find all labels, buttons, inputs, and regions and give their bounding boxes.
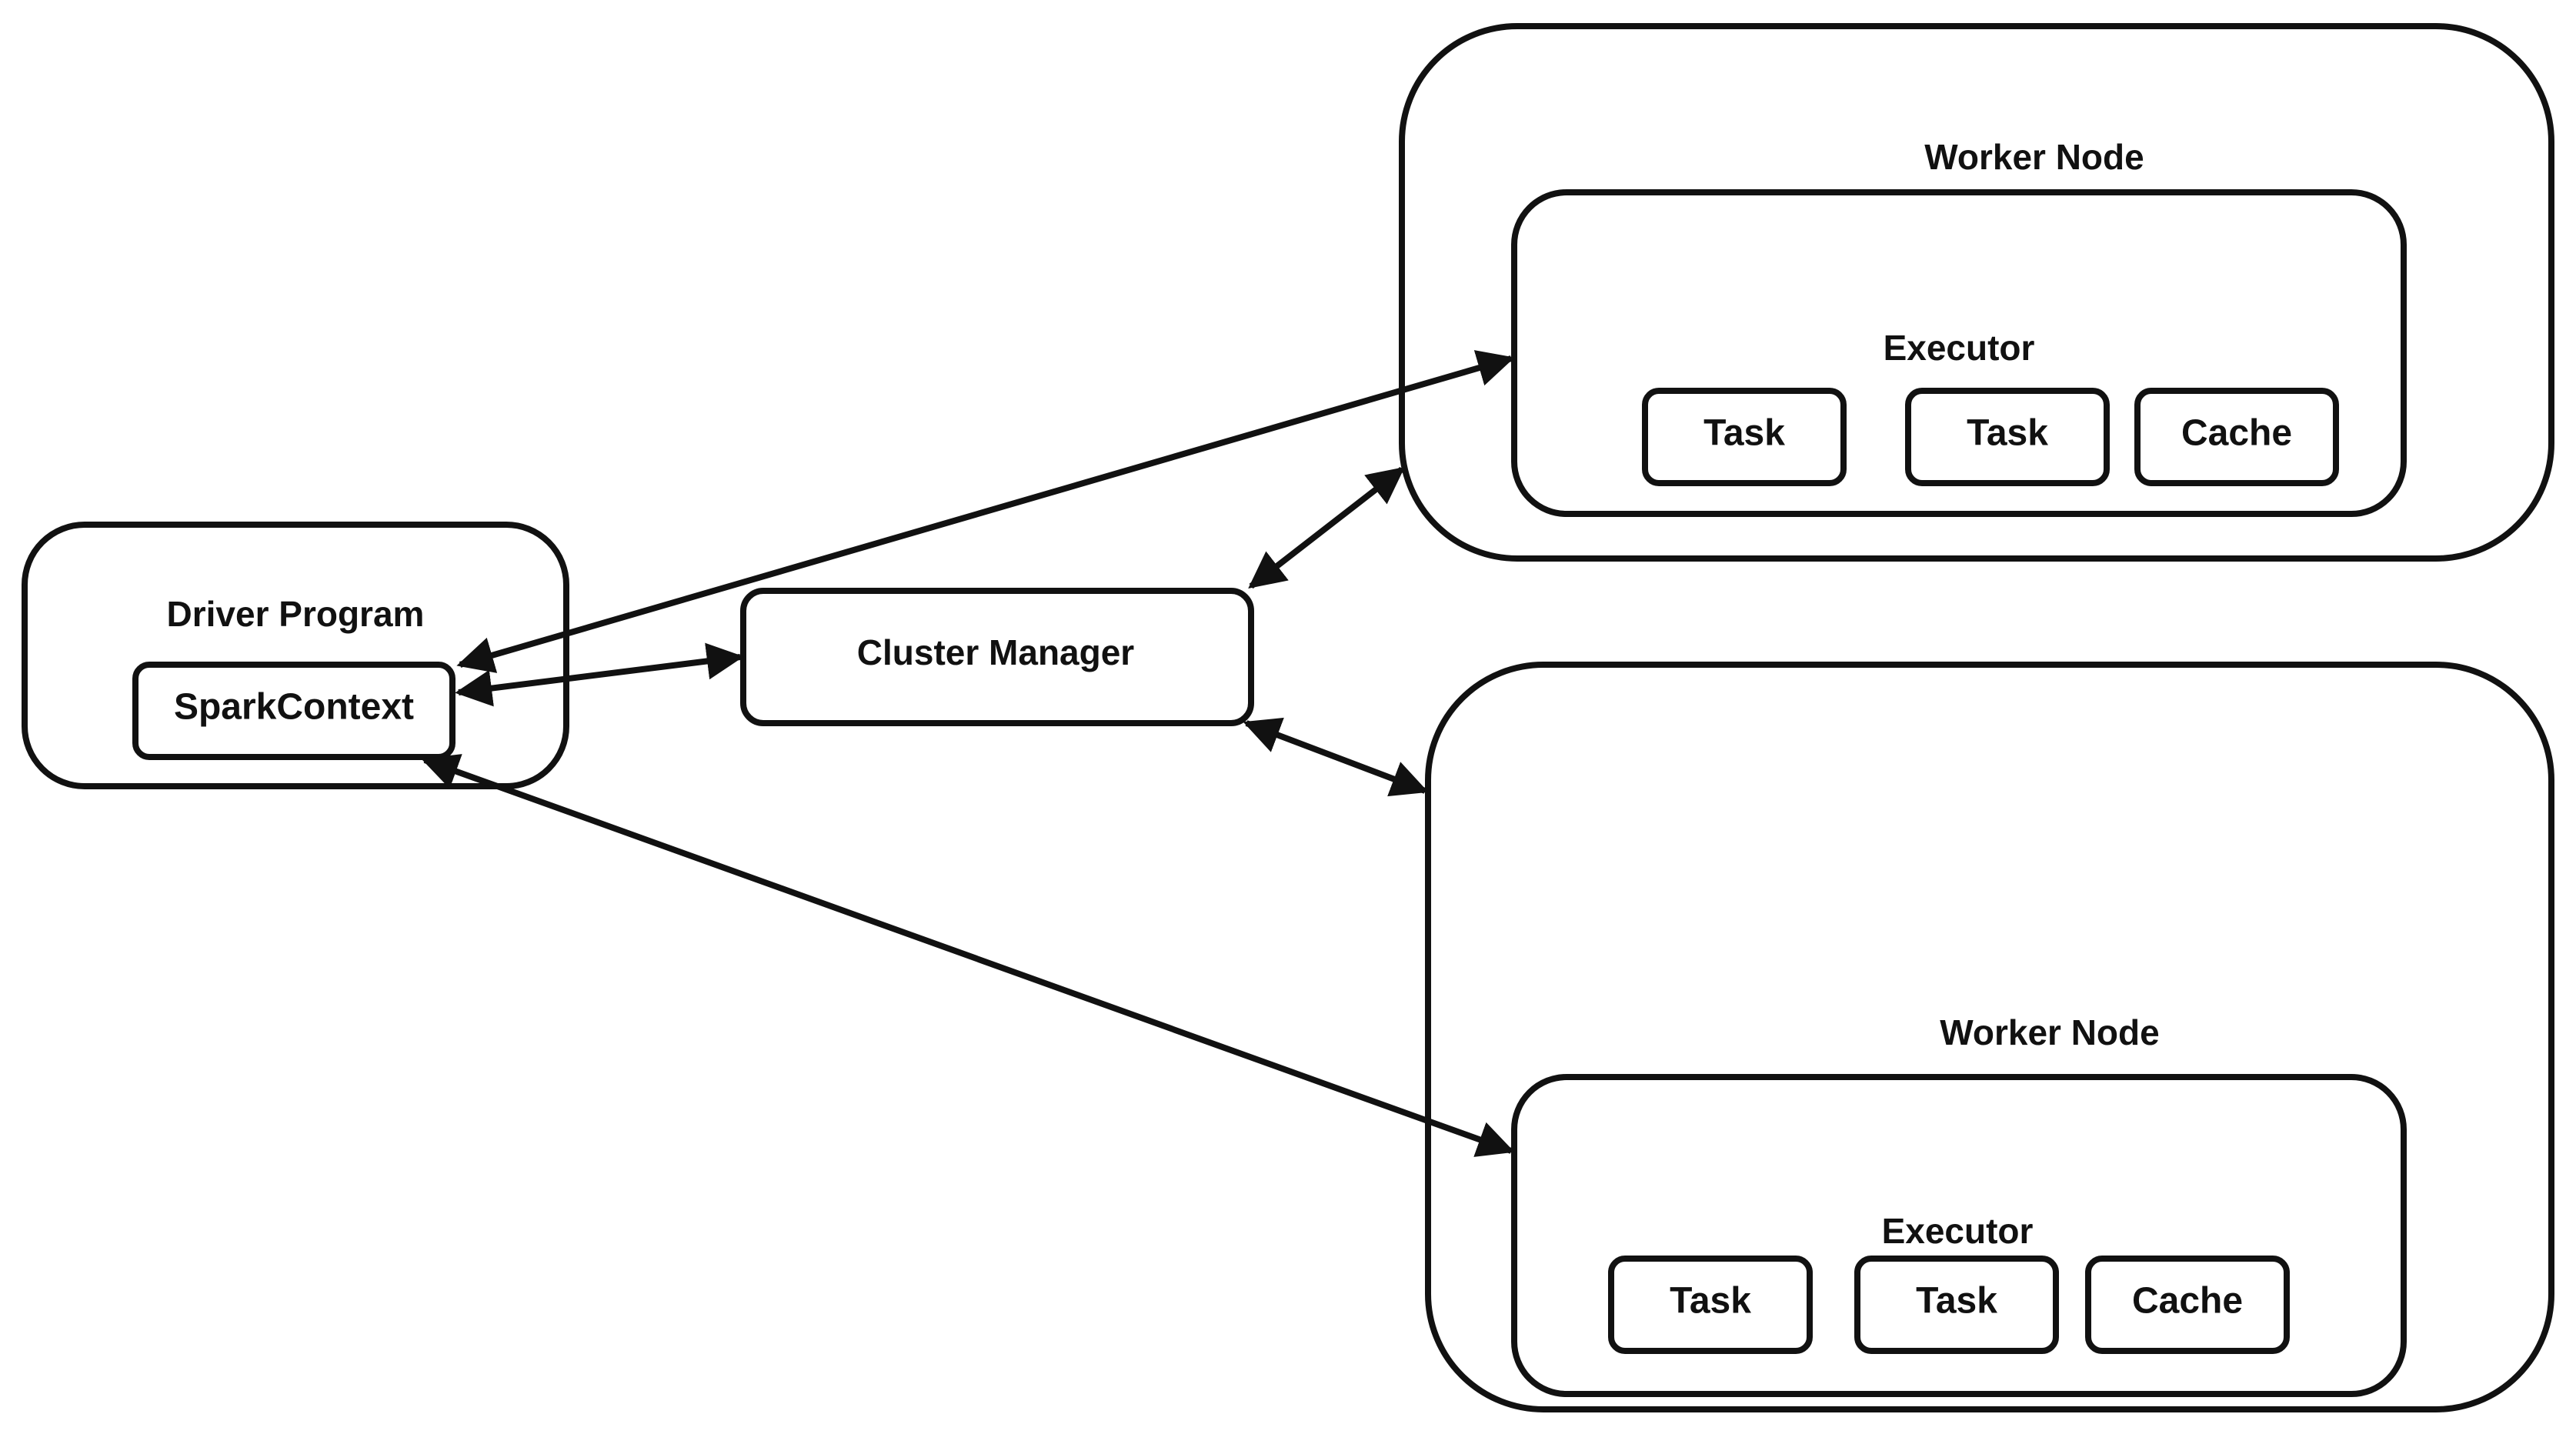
executor-1-cache-label: Cache <box>2181 413 2292 454</box>
arrow-spark-context-to-executor-2 <box>421 754 1515 1157</box>
executor-1-task-2-box <box>1905 388 2110 486</box>
executor-2-cache-label: Cache <box>2132 1281 2243 1322</box>
executor-1-title: Executor <box>1884 328 2035 368</box>
executor-1-task-1-label: Task <box>1703 413 1785 454</box>
driver-program-title: Driver Program <box>167 594 425 634</box>
cluster-manager-label: Cluster Manager <box>857 632 1135 672</box>
executor-2-task-1-box <box>1608 1256 1813 1354</box>
worker-node-2: Worker Node Executor Task Task Cache <box>1425 662 2554 1412</box>
spark-context-box <box>132 662 455 760</box>
cluster-manager: Cluster Manager <box>740 588 1254 726</box>
executor-2-task-1-label: Task <box>1670 1281 1751 1322</box>
executor-1-cache-box <box>2134 388 2339 486</box>
executor-1: Executor Task Task Cache <box>1511 189 2407 517</box>
executor-2-cache-box <box>2085 1256 2290 1354</box>
arrow-cluster-manager-to-worker-node-1 <box>1248 466 1405 589</box>
executor-2-task-2-box <box>1854 1256 2059 1354</box>
driver-program: Driver Program SparkContext <box>22 522 569 789</box>
executor-1-task-2-label: Task <box>1967 413 2048 454</box>
executor-2: Executor Task Task Cache <box>1511 1074 2407 1397</box>
spark-context-label: SparkContext <box>174 687 414 728</box>
connections <box>421 350 1515 1157</box>
worker-node-2-title: Worker Node <box>1940 1012 2159 1052</box>
arrow-cluster-manager-to-worker-node-2 <box>1243 717 1429 797</box>
worker-node-1-title: Worker Node <box>1924 137 2144 177</box>
worker-node-1: Worker Node Executor Task Task Cache <box>1399 23 2554 562</box>
arrow-spark-context-to-cluster-manager <box>455 642 744 707</box>
executor-1-task-1-box <box>1642 388 1847 486</box>
executor-2-title: Executor <box>1882 1211 2034 1251</box>
executor-2-task-2-label: Task <box>1916 1281 1997 1322</box>
arrow-spark-context-to-executor-1 <box>456 350 1515 673</box>
